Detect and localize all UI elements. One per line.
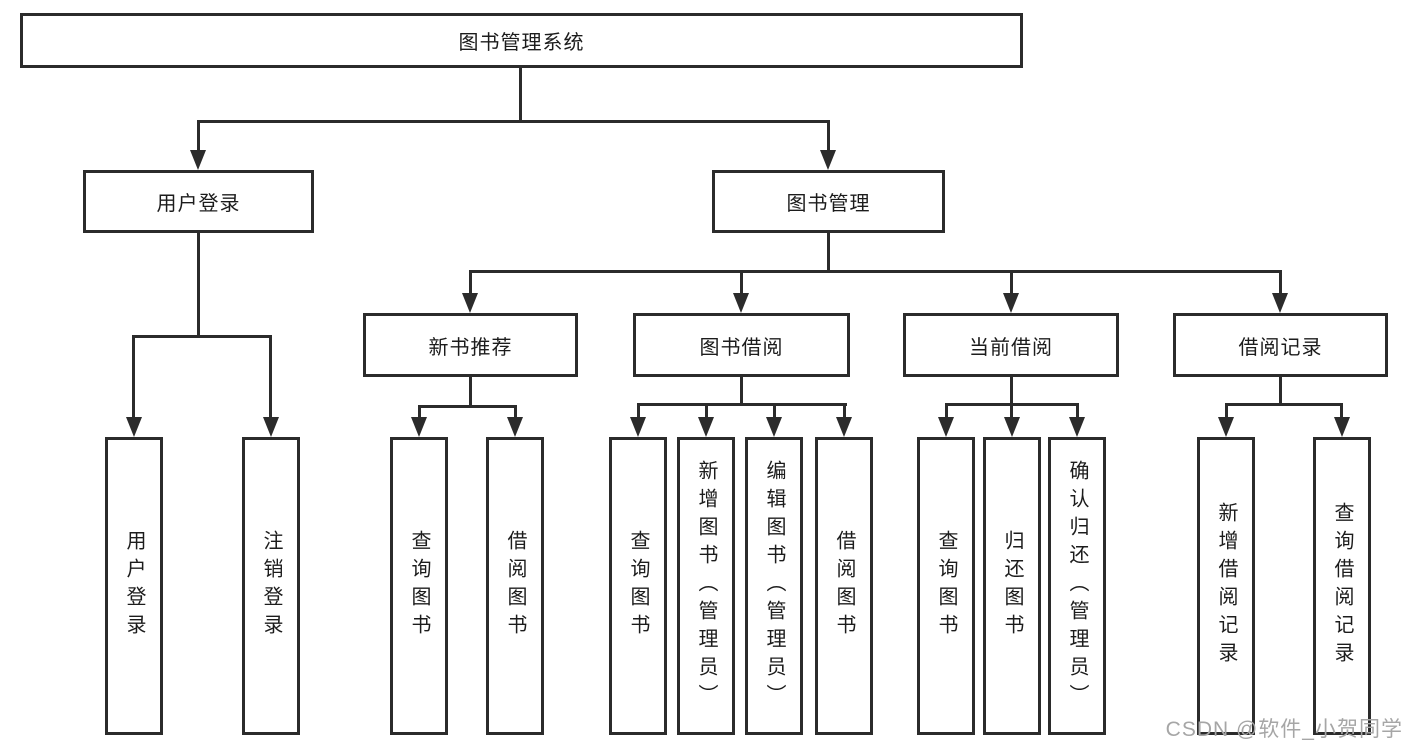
leaf-return-book: 归还图书 [983, 437, 1041, 735]
leaf-edit-book-admin-label: 编辑图书（管理员） [763, 460, 785, 712]
node-user-login-label: 用户登录 [156, 193, 241, 215]
connector-line [637, 403, 640, 419]
connector-line [1010, 403, 1013, 419]
arrowhead-icon [733, 293, 749, 313]
connector-line [519, 68, 522, 120]
connector-line [469, 377, 472, 405]
node-current-borrow: 当前借阅 [903, 313, 1119, 377]
leaf-return-book-label: 归还图书 [1001, 530, 1023, 642]
arrowhead-icon [507, 417, 523, 437]
leaf-user-login-label: 用户登录 [123, 530, 145, 642]
arrowhead-icon [190, 150, 206, 170]
leaf-query-book-current: 查询图书 [917, 437, 975, 735]
leaf-borrow-book-recommend: 借阅图书 [486, 437, 544, 735]
node-book-management-label: 图书管理 [786, 193, 871, 215]
arrowhead-icon [1004, 417, 1020, 437]
watermark: CSDN @软件_小贺同学 [1165, 718, 1403, 741]
connector-line [773, 403, 776, 419]
arrowhead-icon [1334, 417, 1350, 437]
arrowhead-icon [263, 417, 279, 437]
connector-line [418, 405, 517, 408]
connector-line [418, 405, 421, 419]
node-new-book-recommend: 新书推荐 [363, 313, 578, 377]
leaf-query-borrow-record-label: 查询借阅记录 [1331, 502, 1353, 670]
leaf-query-book-borrow: 查询图书 [609, 437, 667, 735]
leaf-confirm-return-admin-label: 确认归还（管理员） [1066, 460, 1088, 712]
leaf-borrow-book: 借阅图书 [815, 437, 873, 735]
arrowhead-icon [462, 293, 478, 313]
connector-line [740, 377, 743, 403]
arrowhead-icon [698, 417, 714, 437]
connector-line [197, 233, 200, 335]
leaf-query-book-recommend: 查询图书 [390, 437, 448, 735]
node-root-label: 图书管理系统 [458, 32, 585, 54]
arrowhead-icon [126, 417, 142, 437]
arrowhead-icon [1003, 293, 1019, 313]
connector-line [1010, 377, 1013, 403]
connector-line [1225, 403, 1343, 406]
node-borrow-record-label: 借阅记录 [1238, 336, 1323, 359]
arrowhead-icon [630, 417, 646, 437]
connector-line [469, 270, 472, 295]
connector-line [1279, 377, 1282, 403]
connector-line [1279, 270, 1282, 295]
connector-line [843, 403, 846, 419]
node-borrow-record: 借阅记录 [1173, 313, 1388, 377]
leaf-add-book-admin: 新增图书（管理员） [677, 437, 735, 735]
connector-line [197, 120, 200, 152]
connector-line [132, 335, 272, 338]
leaf-add-book-admin-label: 新增图书（管理员） [695, 460, 717, 712]
leaf-query-book-recommend-label: 查询图书 [408, 530, 430, 642]
connector-line [705, 403, 708, 419]
arrowhead-icon [836, 417, 852, 437]
connector-line [469, 270, 1281, 273]
leaf-query-book-current-label: 查询图书 [935, 530, 957, 642]
arrowhead-icon [766, 417, 782, 437]
connector-line [269, 335, 272, 419]
connector-line [827, 233, 830, 270]
arrowhead-icon [820, 150, 836, 170]
node-book-borrow: 图书借阅 [633, 313, 850, 377]
node-new-book-recommend-label: 新书推荐 [428, 336, 513, 359]
node-user-login: 用户登录 [83, 170, 314, 233]
leaf-query-book-borrow-label: 查询图书 [627, 530, 649, 642]
leaf-borrow-book-label: 借阅图书 [833, 530, 855, 642]
leaf-confirm-return-admin: 确认归还（管理员） [1048, 437, 1106, 735]
leaf-user-login: 用户登录 [105, 437, 163, 735]
leaf-add-borrow-record: 新增借阅记录 [1197, 437, 1255, 735]
connector-line [945, 403, 948, 419]
node-book-management: 图书管理 [712, 170, 945, 233]
connector-line [740, 270, 743, 295]
leaf-query-borrow-record: 查询借阅记录 [1313, 437, 1371, 735]
arrowhead-icon [938, 417, 954, 437]
connector-line [827, 120, 830, 152]
connector-line [197, 120, 830, 123]
node-book-borrow-label: 图书借阅 [699, 336, 784, 359]
connector-line [1340, 403, 1343, 419]
node-current-borrow-label: 当前借阅 [969, 336, 1053, 359]
arrowhead-icon [1272, 293, 1288, 313]
connector-line [637, 403, 847, 406]
connector-line [514, 405, 517, 419]
node-root: 图书管理系统 [20, 13, 1023, 68]
arrowhead-icon [411, 417, 427, 437]
leaf-borrow-book-recommend-label: 借阅图书 [504, 530, 526, 642]
leaf-logout: 注销登录 [242, 437, 300, 735]
leaf-edit-book-admin: 编辑图书（管理员） [745, 437, 803, 735]
connector-line [1010, 270, 1013, 295]
arrowhead-icon [1218, 417, 1234, 437]
leaf-add-borrow-record-label: 新增借阅记录 [1215, 502, 1237, 670]
leaf-logout-label: 注销登录 [260, 530, 282, 642]
arrowhead-icon [1069, 417, 1085, 437]
connector-line [132, 335, 135, 419]
connector-line [1076, 403, 1079, 419]
connector-line [1225, 403, 1228, 419]
